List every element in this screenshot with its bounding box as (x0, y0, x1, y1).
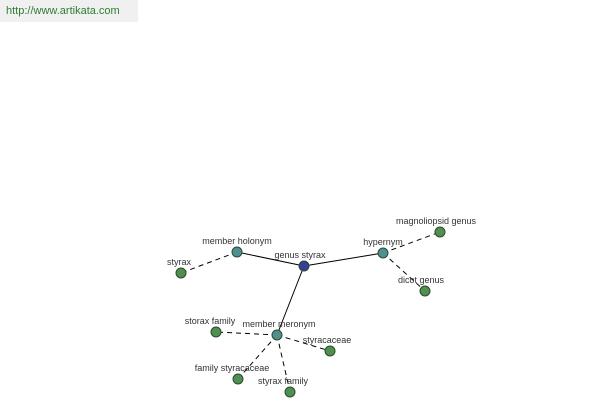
node-label-magnoliopsid-genus[interactable]: magnoliopsid genus (396, 216, 477, 226)
node-label-dicot-genus[interactable]: dicot genus (398, 275, 445, 285)
node-label-hypernym[interactable]: hypernym (363, 237, 403, 247)
node-genus-styrax[interactable] (298, 260, 310, 272)
node-styrax-family[interactable] (284, 386, 296, 398)
node-member-meronym[interactable] (271, 329, 283, 341)
node-label-styracaceae[interactable]: styracaceae (303, 335, 352, 345)
edge-member-holonym-to-styrax (180, 251, 238, 274)
edge-member-meronym-to-styrax-family (276, 334, 291, 393)
node-label-styrax[interactable]: styrax (167, 257, 192, 267)
edge-member-meronym-to-styracaceae (276, 334, 331, 352)
edge-member-meronym-to-storax-family (215, 331, 278, 336)
edge-hypernym-to-magnoliopsid-genus (382, 231, 441, 254)
edge-member-meronym-to-family-styracaceae (237, 334, 278, 380)
node-styrax[interactable] (175, 267, 187, 279)
node-magnoliopsid-genus[interactable] (434, 226, 446, 238)
node-label-styrax-family[interactable]: styrax family (258, 376, 309, 386)
node-styracaceae[interactable] (324, 345, 336, 357)
graph-edges (180, 231, 441, 393)
node-dicot-genus[interactable] (419, 285, 431, 297)
node-member-holonym[interactable] (231, 246, 243, 258)
node-label-genus-styrax[interactable]: genus styrax (274, 250, 326, 260)
site-link[interactable]: http://www.artikata.com (0, 0, 138, 22)
edge-genus-styrax-to-hypernym (303, 252, 384, 267)
edge-genus-styrax-to-member-meronym (276, 265, 305, 336)
graph-nodes (175, 226, 446, 398)
node-label-member-holonym[interactable]: member holonym (202, 236, 272, 246)
node-label-family-styracaceae[interactable]: family styracaceae (195, 363, 270, 373)
node-label-storax-family[interactable]: storax family (185, 316, 236, 326)
node-family-styracaceae[interactable] (232, 373, 244, 385)
edge-genus-styrax-to-member-holonym (236, 251, 305, 267)
node-hypernym[interactable] (377, 247, 389, 259)
edge-hypernym-to-dicot-genus (382, 252, 426, 292)
node-storax-family[interactable] (210, 326, 222, 338)
node-label-member-meronym[interactable]: member meronym (242, 319, 315, 329)
